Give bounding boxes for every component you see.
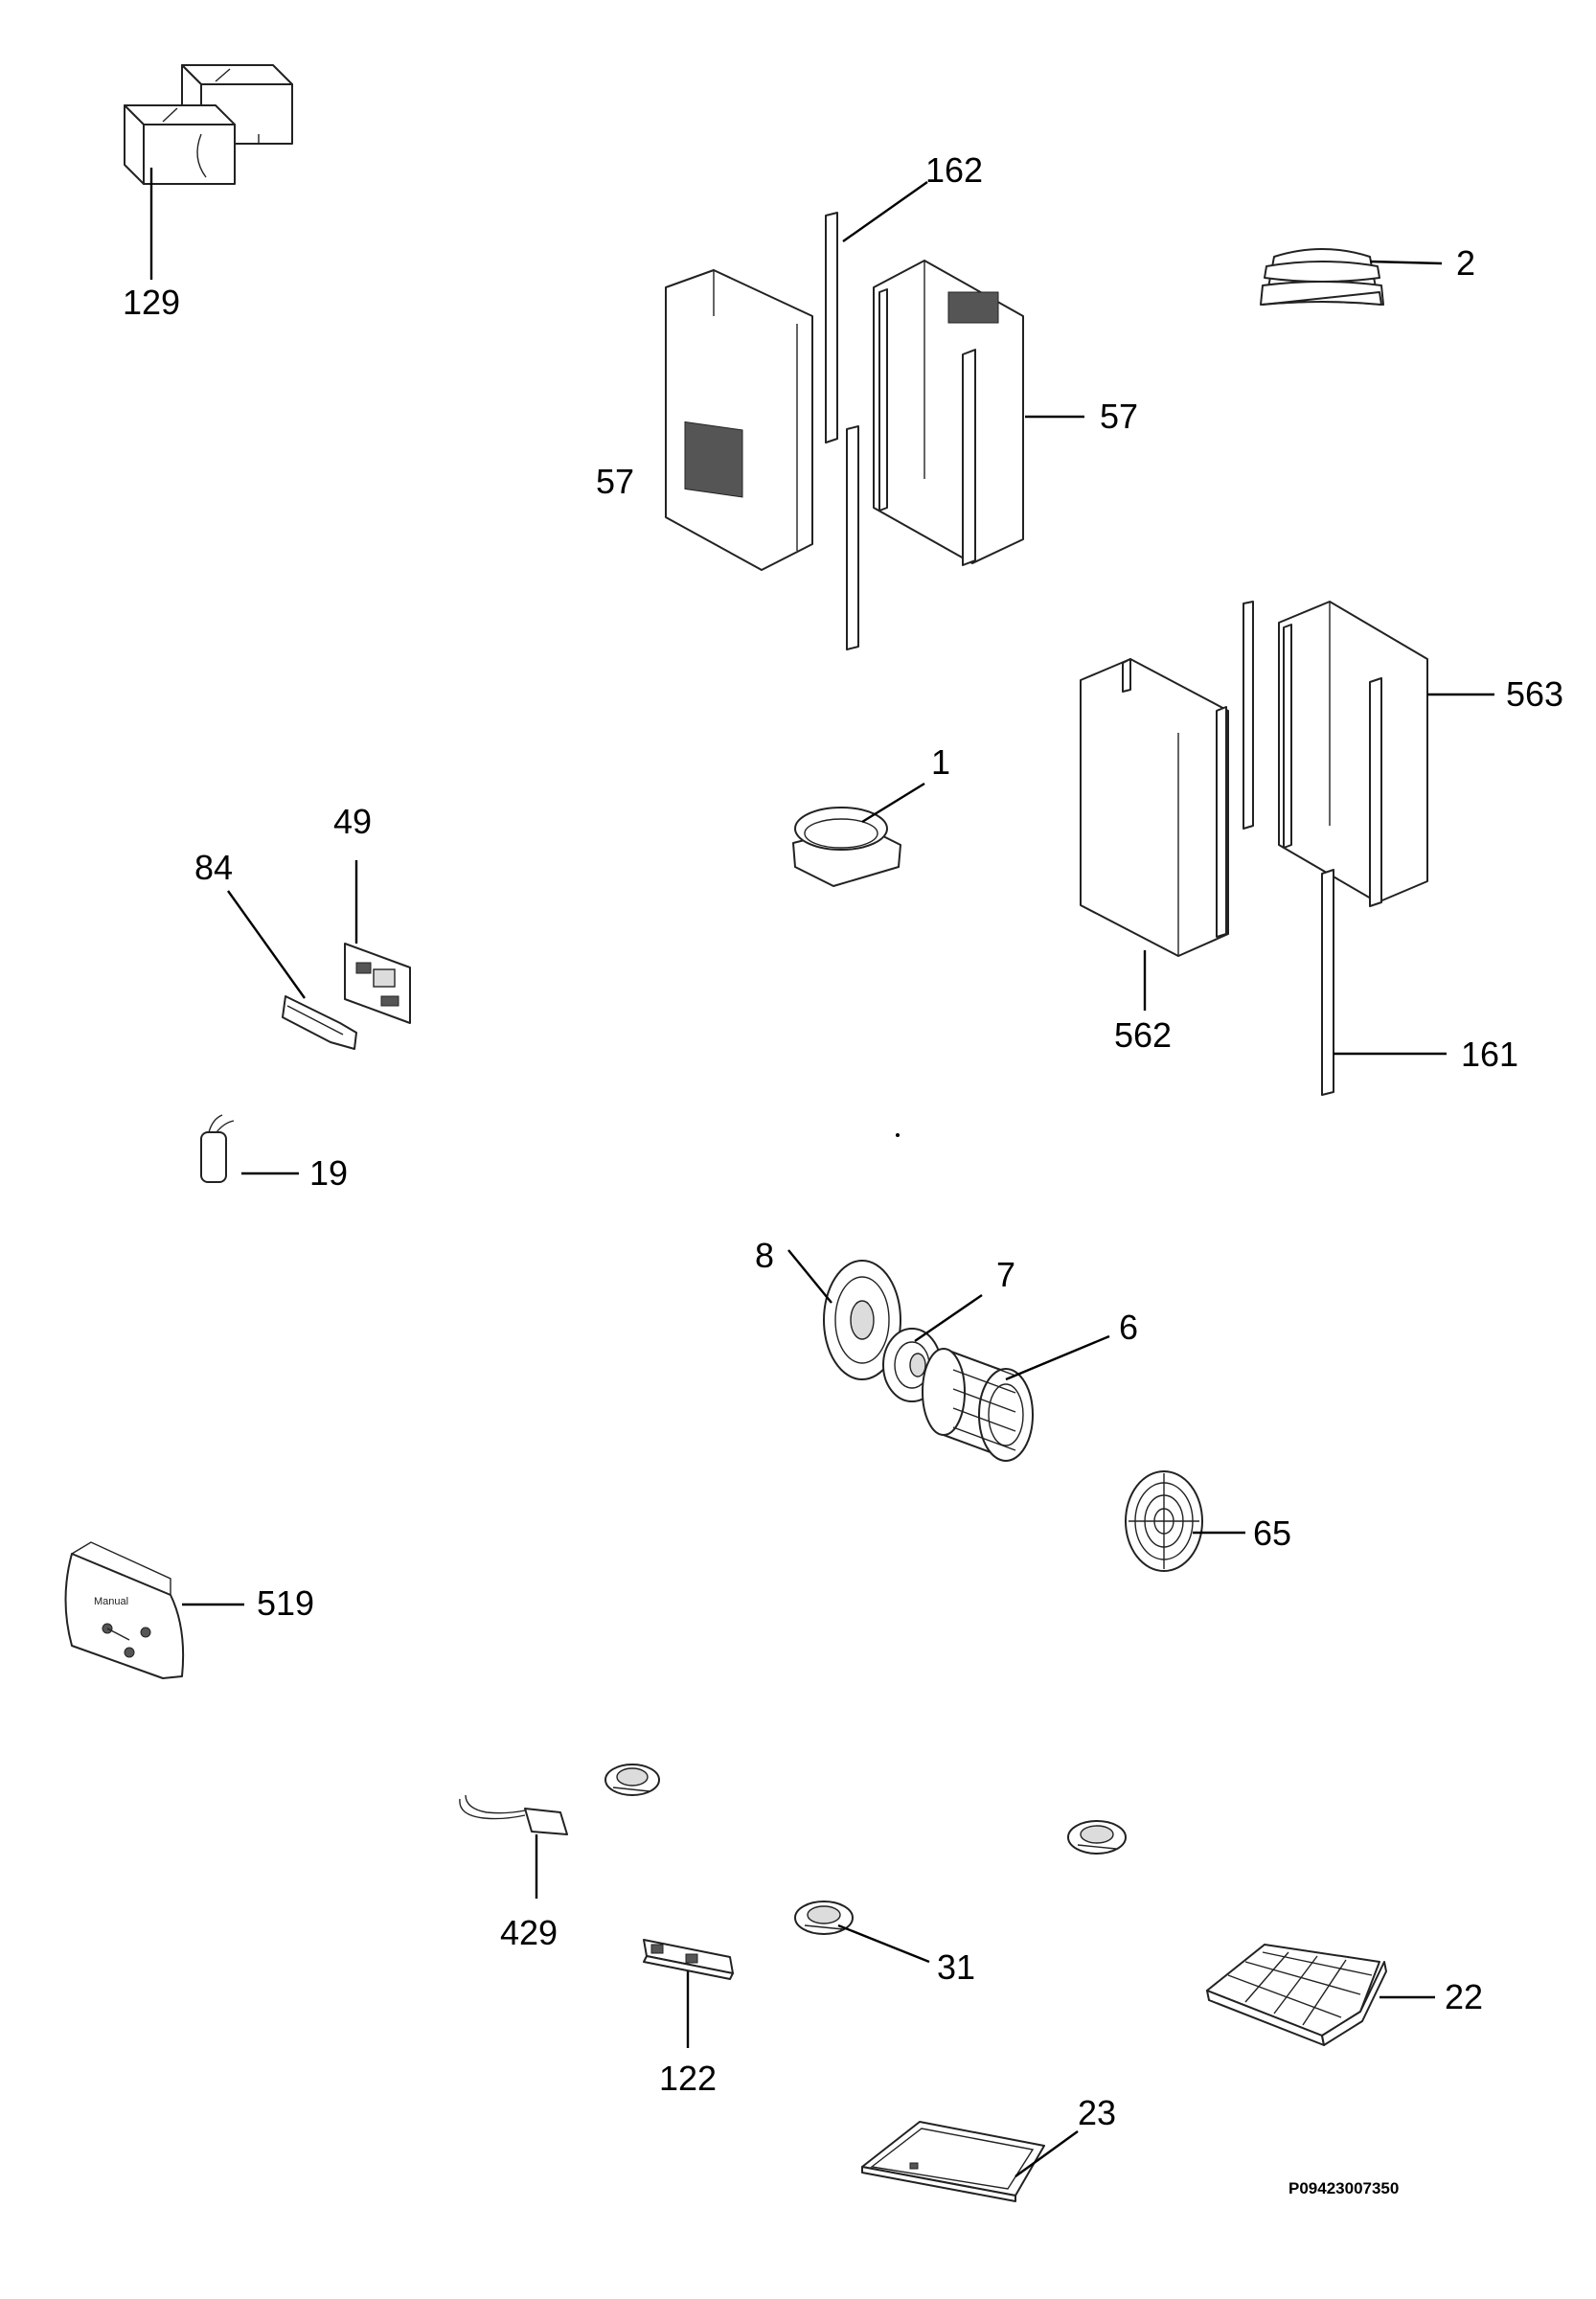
callout-57-right: 57 (1100, 397, 1138, 436)
part-519-accessory-bag: Manual (64, 1541, 185, 1679)
stray-dot (896, 1133, 900, 1137)
part-162-strip (825, 212, 859, 650)
callout-162: 162 (925, 150, 983, 190)
part-19-capacitor (200, 1114, 235, 1183)
part-31-lamp-b (1067, 1820, 1127, 1855)
part-563-lower-chimney-rear (1243, 601, 1428, 907)
part-57-upper-chimney-rear (873, 260, 1024, 566)
callout-519: 519 (257, 1583, 314, 1623)
callout-57-left: 57 (596, 462, 634, 501)
part-6-blower-wheel (922, 1348, 1034, 1462)
callout-31: 31 (937, 1947, 975, 1987)
callout-562: 562 (1114, 1015, 1172, 1055)
part-1-base-ring (792, 807, 901, 887)
callout-122: 122 (659, 2059, 717, 2098)
part-23-filter-panel (861, 2121, 1045, 2202)
document-id: P09423007350 (1288, 2179, 1399, 2197)
part-122-switch (643, 1939, 734, 1980)
part-31-lamp-a (604, 1764, 660, 1796)
part-57-upper-chimney-front (665, 269, 813, 571)
part-2-collar (1260, 248, 1384, 306)
part-22-grease-filter (1206, 1944, 1387, 2046)
callout-161: 161 (1461, 1035, 1518, 1074)
callout-563: 563 (1506, 674, 1563, 714)
callout-49: 49 (333, 802, 372, 841)
part-49-control-board (344, 943, 411, 1024)
part-129-duct-adapter (124, 64, 293, 185)
callout-6: 6 (1119, 1308, 1138, 1347)
part-31-lamp-c (794, 1901, 854, 1935)
callout-8: 8 (755, 1236, 774, 1275)
part-161-strip (1321, 869, 1334, 1096)
part-562-lower-chimney-front (1080, 658, 1229, 957)
callout-2: 2 (1456, 243, 1475, 283)
callout-429: 429 (500, 1913, 558, 1952)
bag-label: Manual (94, 1596, 128, 1607)
part-429-cable (459, 1794, 568, 1835)
callout-19: 19 (309, 1153, 348, 1193)
part-65-grille (1125, 1470, 1203, 1572)
callout-7: 7 (996, 1255, 1015, 1294)
part-84-bracket (282, 995, 357, 1050)
callout-22: 22 (1445, 1977, 1483, 2016)
part-8-motor-plate (823, 1260, 901, 1380)
callout-1: 1 (931, 742, 950, 782)
callout-129: 129 (123, 283, 180, 322)
callout-84: 84 (194, 848, 233, 887)
callout-65: 65 (1253, 1514, 1291, 1553)
callout-23: 23 (1078, 2093, 1116, 2132)
